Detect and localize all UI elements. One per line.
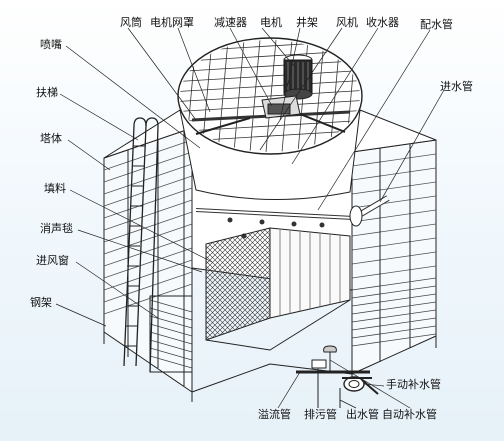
- bottom-piping: [296, 345, 379, 408]
- label-steel-frame: 钢架: [30, 296, 52, 309]
- ladder: [123, 117, 159, 373]
- label-tower-body: 塔体: [40, 132, 62, 145]
- label-manual-makeup-pipe: 手动补水管: [386, 378, 441, 391]
- label-silencer-mat: 消声毯: [40, 222, 73, 235]
- label-motor-guard: 电机网罩: [150, 16, 194, 29]
- label-fill: 填料: [44, 182, 66, 195]
- inlet-pipe: [349, 195, 390, 227]
- left-face: [103, 127, 193, 402]
- label-drift-eliminator: 收水器: [366, 16, 399, 29]
- label-motor: 电机: [260, 16, 282, 29]
- label-auto-makeup-pipe: 自动补水管: [382, 408, 437, 421]
- label-air-inlet-louver: 进风窗: [36, 254, 69, 267]
- label-reducer: 减速器: [214, 16, 247, 29]
- motor-assembly: [261, 54, 313, 119]
- label-frame: 井架: [296, 16, 318, 29]
- label-drain-pipe: 排污管: [304, 408, 337, 421]
- label-ladder: 扶梯: [36, 86, 58, 99]
- label-nozzle: 喷嘴: [40, 38, 62, 51]
- label-outlet-pipe: 出水管: [346, 408, 379, 421]
- label-distribution-pipe: 配水管: [420, 18, 453, 31]
- label-fan: 风机: [336, 16, 358, 29]
- label-fan-stack: 风筒: [120, 16, 142, 29]
- label-inlet-pipe: 进水管: [440, 80, 473, 93]
- label-overflow-pipe: 溢流管: [258, 408, 291, 421]
- leader-lines: [55, 27, 445, 409]
